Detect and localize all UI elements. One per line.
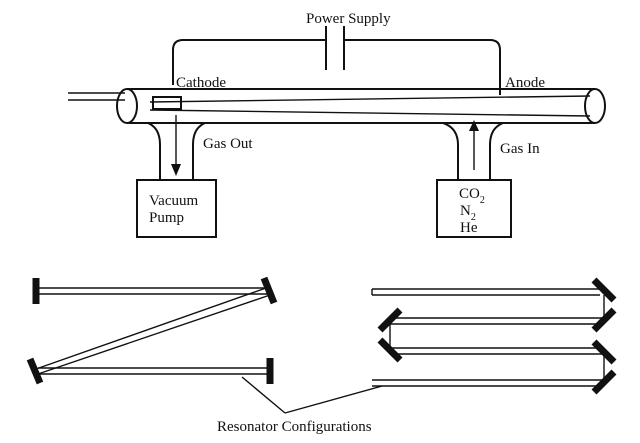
resonator-left [26, 276, 278, 385]
cathode-label: Cathode [176, 75, 226, 91]
laser-tube [68, 88, 606, 124]
anode-label: Anode [505, 75, 545, 91]
mirror-l1 [377, 307, 403, 333]
label-pointers [241, 376, 383, 414]
gas-in-arrowhead [469, 120, 479, 131]
vacuum-pump-label-line1: Vacuum [149, 193, 198, 209]
tube-right-end [584, 88, 606, 124]
mirror-r4 [591, 369, 617, 395]
gas-out-port [147, 115, 206, 180]
cathode-electrode [152, 96, 182, 110]
gas-in-label: Gas In [500, 141, 540, 157]
gas-he-label: He [460, 220, 478, 236]
mirror-left-bottom [26, 357, 44, 385]
power-supply-label: Power Supply [306, 11, 391, 27]
power-supply-circuit [172, 26, 501, 95]
resonator-right [371, 277, 617, 395]
mirror-l2 [377, 337, 403, 363]
gas-supply-box [436, 179, 512, 238]
gas-in-port [442, 120, 504, 180]
resonator-configurations-label: Resonator Configurations [217, 419, 372, 435]
gas-co2-label: CO2 [459, 186, 485, 206]
mirror-right-top [260, 276, 278, 305]
inner-bore-upper [149, 95, 591, 103]
tube-left-end [116, 88, 138, 124]
mirror-r2 [591, 307, 617, 333]
vacuum-pump-label-line2: Pump [149, 210, 184, 226]
gas-out-arrowhead [171, 164, 181, 176]
vacuum-pump-box [136, 179, 217, 238]
mirror-r3 [591, 339, 617, 365]
gas-out-label: Gas Out [203, 136, 253, 152]
mirror-r1 [591, 277, 617, 303]
gas-n2-label: N2 [460, 203, 476, 223]
inner-bore-lower [149, 109, 591, 117]
